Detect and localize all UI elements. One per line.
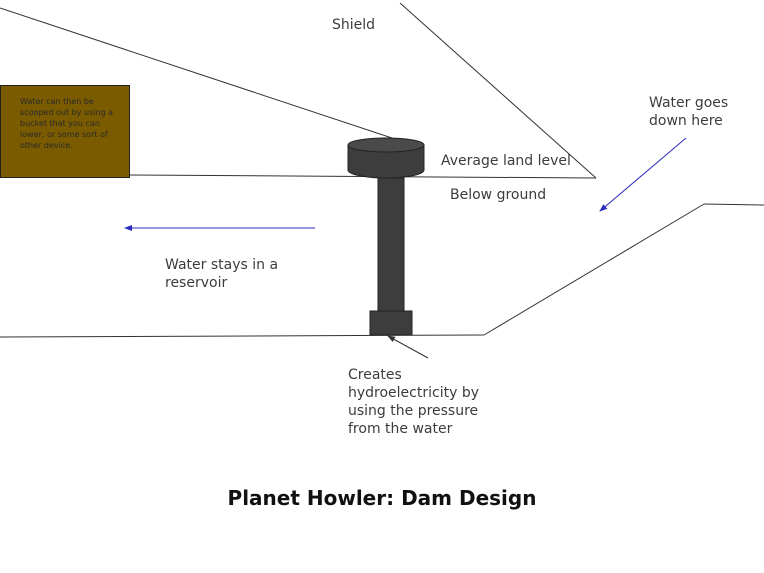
bucket-note-box: Water can then be scooped out by using a… (0, 85, 130, 178)
slope-line (483, 203, 705, 336)
shield-line-right (399, 2, 597, 179)
hydro-pointer-arrow (387, 335, 429, 359)
dam-structure (347, 137, 425, 336)
water-goes-down-label: Water goes down here (649, 95, 729, 129)
shield-line-left (0, 7, 393, 139)
diagram-title: Planet Howler: Dam Design (227, 486, 537, 510)
average-land-level-label: Average land level (441, 153, 571, 169)
bucket-note-text: Water can then be scooped out by using a… (20, 97, 114, 150)
water-down-arrow (599, 137, 687, 212)
reservoir-label: Water stays in a reservoir (165, 257, 279, 291)
dam-cap-top-ellipse (347, 137, 425, 153)
hydroelectricity-label: Creates hydroelectricity by using the pr… (348, 367, 479, 437)
dam-base-turbine (369, 310, 413, 336)
shield-label: Shield (332, 17, 376, 33)
below-ground-label: Below ground (450, 187, 547, 203)
dam-shaft (377, 177, 405, 313)
upper-ground-line (703, 203, 764, 206)
